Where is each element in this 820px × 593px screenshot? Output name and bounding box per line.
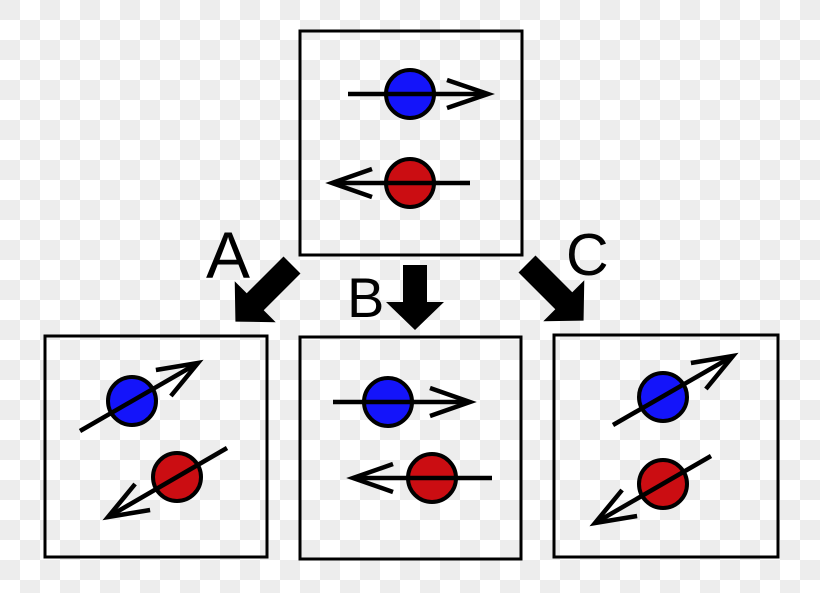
outcome-c-red-particle: [589, 454, 713, 527]
arrow-right-head-icon: [446, 77, 495, 111]
arrow-up-right-icon: [611, 354, 735, 427]
arrow-down-left-icon: [593, 454, 713, 525]
outcome-a-blue-particle: [78, 359, 204, 433]
label-branch-b: B: [347, 266, 384, 329]
arrow-left-head-icon: [325, 166, 373, 200]
outcome-box-c: [552, 333, 780, 559]
arrow-down-left-head-icon: [589, 488, 638, 527]
thick-arrow-down-left-icon: [234, 256, 301, 323]
arrow-up-right-head-icon: [155, 359, 204, 398]
thick-arrow-down-right-icon: [518, 255, 585, 322]
outcome-b-red-particle: [346, 452, 492, 504]
arrow-up-right-icon: [78, 361, 200, 433]
outcome-c-blue-particle: [611, 352, 739, 427]
outcome-box-b: [298, 335, 523, 561]
thick-arrow-down-icon: [386, 265, 444, 330]
arrow-up-right-head-icon: [690, 352, 739, 391]
arrow-left-head-icon: [346, 461, 394, 495]
label-branch-c: C: [566, 222, 609, 288]
outcome-box-a: [43, 334, 269, 559]
arrow-right-head-icon: [429, 385, 477, 419]
outcome-b-blue-particle: [333, 376, 477, 428]
outcome-a-red-particle: [102, 446, 229, 521]
source-red-particle: [325, 157, 470, 209]
arrow-down-left-icon: [106, 446, 229, 519]
source-blue-particle: [348, 68, 495, 120]
arrow-down-left-head-icon: [102, 482, 151, 521]
label-branch-a: A: [206, 218, 250, 292]
source-box: [298, 29, 524, 257]
